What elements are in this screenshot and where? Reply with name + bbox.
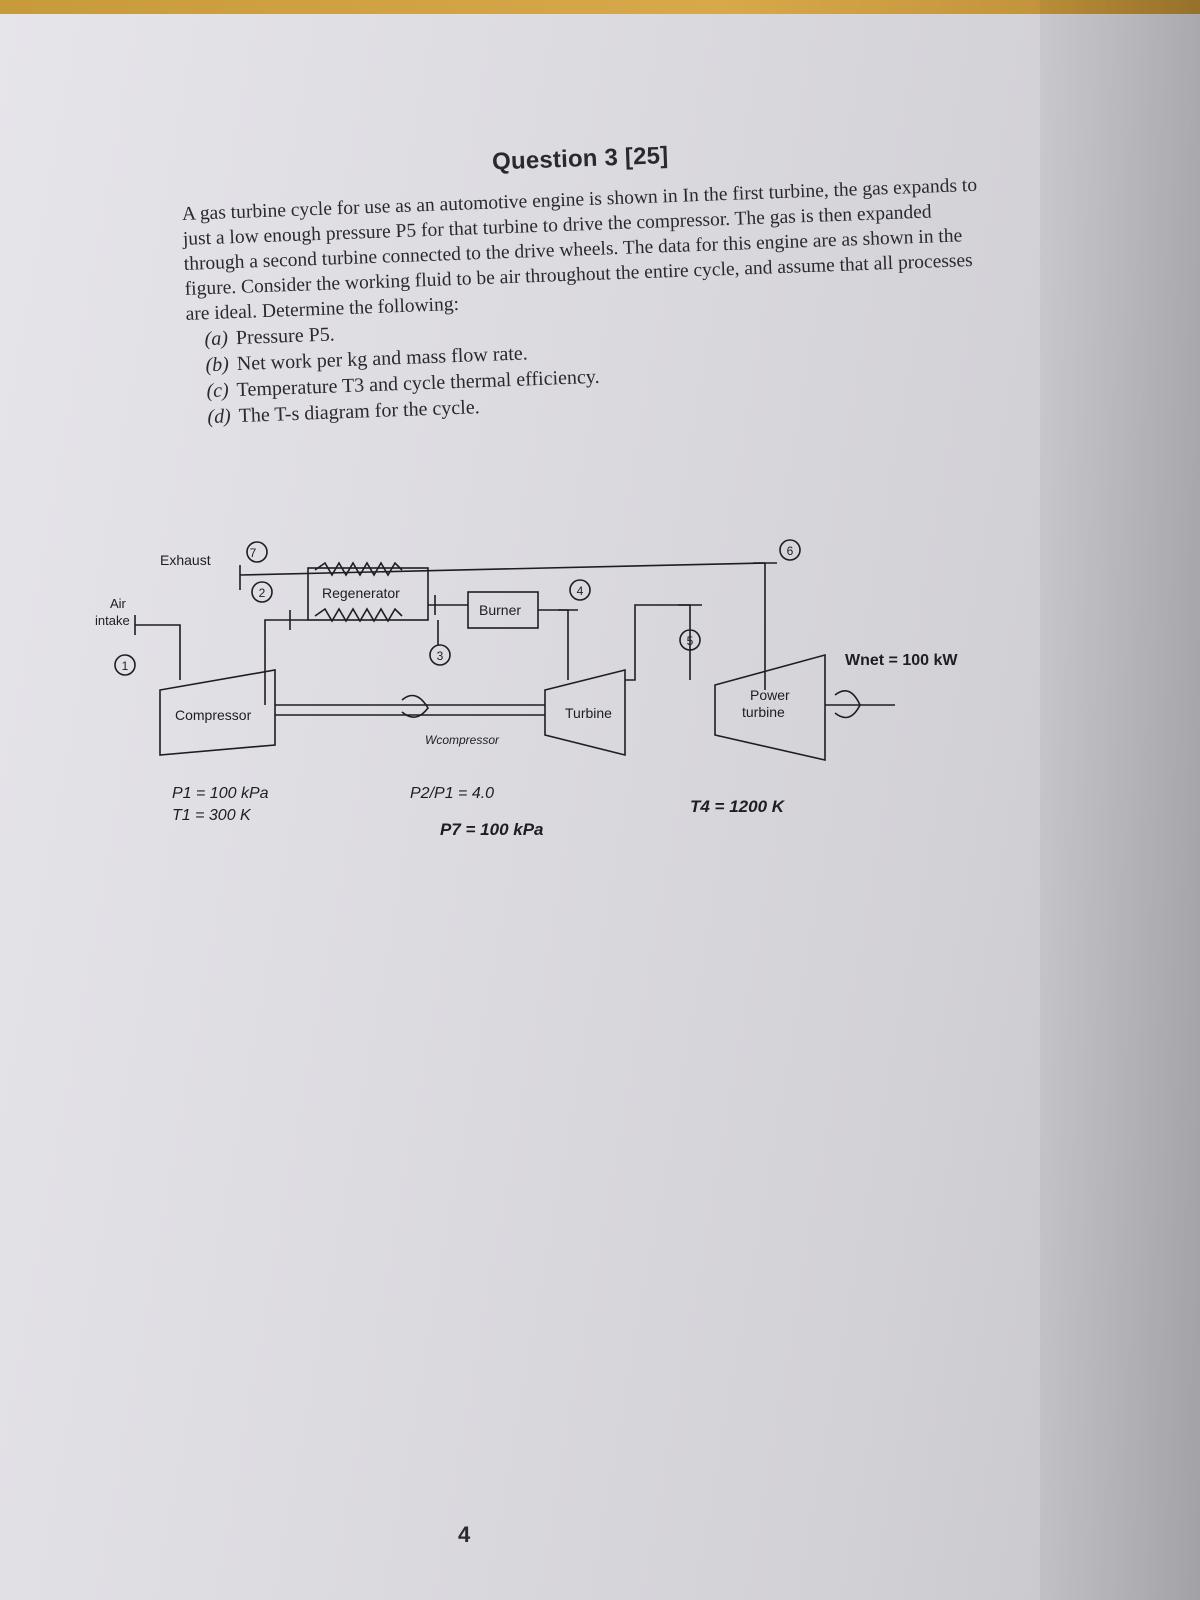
regenerator-box [307, 567, 429, 621]
item-label: (b) [205, 353, 230, 377]
given-t1: T1 = 300 K [172, 807, 252, 824]
state-6-label: 6 [787, 544, 794, 558]
item-text: The T-s diagram for the cycle. [238, 396, 481, 428]
state-7-circle [246, 541, 268, 563]
state-6-circle [779, 539, 801, 561]
power-turbine-shape [714, 653, 826, 762]
state-3-label: 3 [437, 649, 444, 663]
page-top-edge [0, 0, 1200, 14]
given-p1: P1 = 100 kPa [172, 785, 269, 802]
compressor-shape [159, 669, 276, 756]
pipe-1 [135, 624, 181, 680]
state-4-circle [569, 579, 591, 601]
state-2-circle [251, 581, 273, 603]
state-7-label: 7 [250, 546, 257, 560]
air-intake-label-1: Air [110, 596, 127, 611]
burner-label: Burner [479, 602, 521, 618]
power-shaft-coupling [834, 689, 861, 719]
turbine-label: Turbine [565, 705, 612, 721]
compressor-work-arrow [401, 694, 429, 718]
regenerator-coil-top [314, 561, 403, 577]
state-5-circle [679, 629, 701, 651]
state-4-label: 4 [577, 584, 584, 598]
item-text: Pressure P5. [235, 323, 336, 350]
compressor-work-label: Wcompressor [425, 733, 500, 747]
exhaust-label: Exhaust [160, 552, 211, 568]
state-2-label: 2 [259, 586, 266, 600]
compressor-label: Compressor [175, 707, 252, 723]
state-5-label: 5 [687, 634, 694, 648]
power-turbine-label-1: Power [750, 687, 790, 703]
cycle-schematic: Exhaust Air intake Regenerator Burner Co… [95, 539, 958, 839]
gas-turbine-diagram: Exhaust Air intake Regenerator Burner Co… [90, 530, 990, 860]
given-t4: T4 = 1200 K [690, 797, 786, 816]
net-work-label: Wnet = 100 kW [845, 652, 958, 669]
item-label: (a) [204, 327, 229, 351]
power-turbine-label-2: turbine [742, 704, 785, 720]
page-right-shadow [1040, 0, 1200, 1600]
page-number: 4 [458, 1522, 471, 1547]
given-pressure-ratio: P2/P1 = 4.0 [410, 785, 494, 802]
regenerator-coil-bottom [314, 607, 403, 623]
state-1-circle [114, 654, 136, 676]
exhaust-pipe [239, 562, 766, 576]
pipe-4 [538, 609, 569, 680]
air-intake-label-2: intake [95, 613, 130, 628]
item-label: (c) [206, 379, 230, 403]
turbine-shape [544, 668, 626, 757]
bleed-through [379, 980, 386, 1006]
item-label: (d) [207, 405, 232, 429]
state-3-circle [429, 644, 451, 666]
state-1-label: 1 [122, 659, 129, 673]
pipe-2 [264, 619, 308, 705]
regenerator-label: Regenerator [322, 585, 400, 601]
given-p7: P7 = 100 kPa [440, 820, 544, 839]
question-block: Question 3 [25] A gas turbine cycle for … [180, 131, 989, 431]
